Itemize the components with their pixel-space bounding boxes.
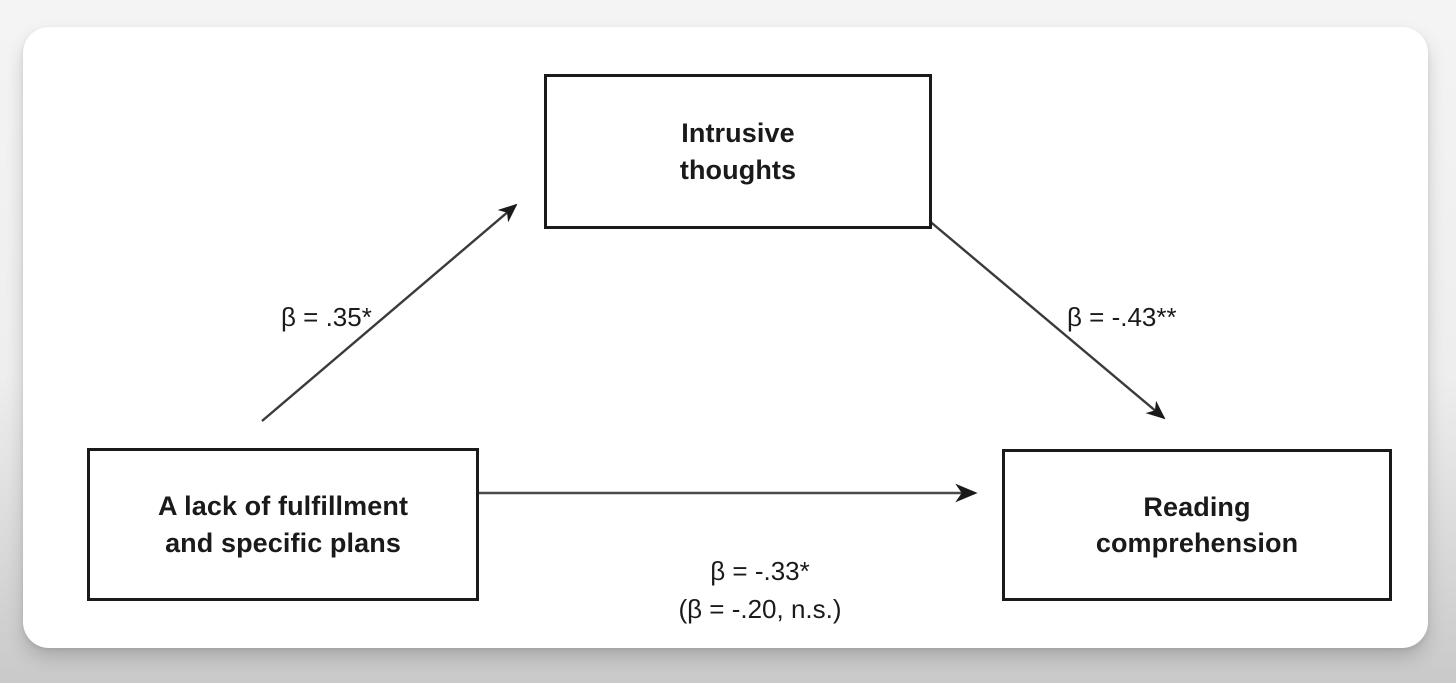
node-predictor-label: A lack of fulfillment and specific plans bbox=[157, 491, 409, 558]
arrow-path-b bbox=[907, 202, 1166, 420]
path-b-coefficient-label: β = -.43** bbox=[1067, 302, 1177, 332]
diagram-card: Intrusive thoughts A lack of fulfillment… bbox=[23, 27, 1428, 648]
node-lack-of-fulfillment: A lack of fulfillment and specific plans bbox=[87, 448, 479, 601]
path-c-coefficient-label: β = -.33* (β = -.20, n.s.) bbox=[678, 556, 842, 624]
arrow-path-a bbox=[261, 203, 518, 422]
node-outcome-label: Reading comprehension bbox=[1095, 491, 1299, 558]
path-a-coefficient-label: β = .35* bbox=[281, 302, 372, 332]
node-intrusive-thoughts: Intrusive thoughts bbox=[544, 74, 932, 229]
diagram-arrows-layer bbox=[261, 202, 1166, 503]
node-mediator-label: Intrusive thoughts bbox=[679, 118, 797, 185]
node-reading-comprehension: Reading comprehension bbox=[1002, 449, 1392, 601]
